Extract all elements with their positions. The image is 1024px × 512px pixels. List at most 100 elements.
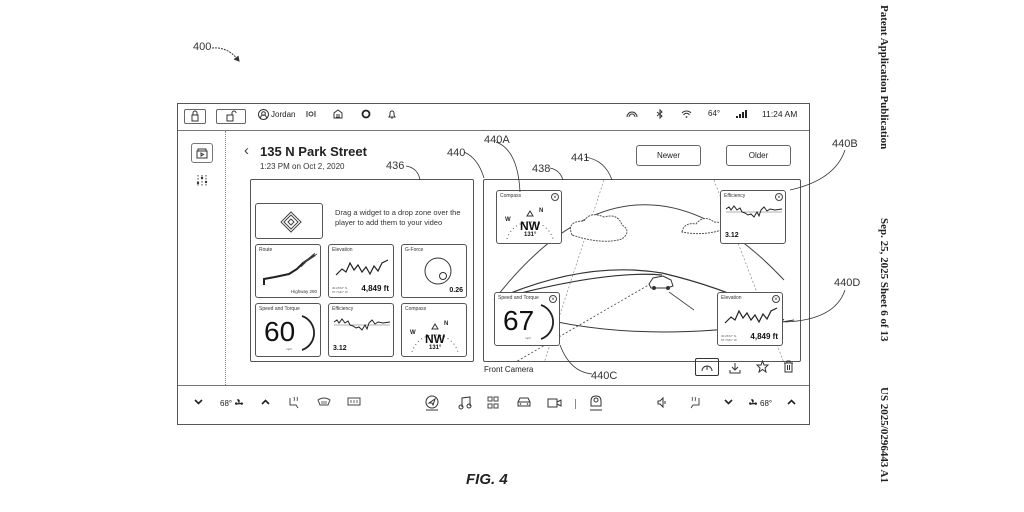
right-temperature: 68° bbox=[748, 399, 772, 408]
speed-unit: mph bbox=[525, 336, 531, 340]
overlay-compass[interactable]: Compass × W N NW 131° bbox=[496, 190, 562, 244]
elevation-coordinates: 30.2672° N, 97.7431° W bbox=[332, 286, 348, 294]
widget-promo-tile bbox=[255, 203, 323, 239]
figure-caption: FIG. 4 bbox=[466, 471, 508, 488]
callout-arrow bbox=[211, 47, 240, 62]
widget-label: Speed and Torque bbox=[259, 306, 300, 312]
bluetooth-icon bbox=[656, 108, 663, 120]
favorite-button[interactable] bbox=[755, 359, 770, 378]
remove-overlay-button[interactable]: × bbox=[772, 295, 780, 303]
compass-degrees: 131° bbox=[524, 232, 537, 238]
page-subtitle: 1:23 PM on Oct 2, 2020 bbox=[260, 162, 345, 171]
chevron-up-icon bbox=[787, 399, 796, 405]
callout-440a: 440A bbox=[484, 134, 510, 146]
page-title: 135 N Park Street bbox=[260, 144, 367, 159]
download-button[interactable] bbox=[729, 361, 741, 379]
delete-button[interactable] bbox=[783, 360, 794, 378]
right-seat-heat-button[interactable] bbox=[689, 396, 701, 410]
callout-440b: 440B bbox=[832, 138, 858, 150]
overlay-efficiency[interactable]: Efficiency × 3.12 bbox=[720, 190, 786, 244]
rear-defrost-button[interactable] bbox=[347, 397, 361, 407]
seat-heat-icon bbox=[690, 396, 700, 409]
bell-icon bbox=[388, 110, 396, 119]
vehicle-button[interactable] bbox=[516, 397, 532, 408]
widget-g-force[interactable]: G-Force 0.26 bbox=[401, 244, 467, 298]
lock-button[interactable] bbox=[184, 109, 206, 124]
newer-button[interactable]: Newer bbox=[636, 145, 701, 166]
elevation-coordinates: 30.2672° N, 97.7431° W bbox=[721, 334, 737, 342]
callout-441: 441 bbox=[571, 152, 590, 164]
vehicle-icon bbox=[517, 397, 531, 407]
widget-efficiency[interactable]: Efficiency 3.12 bbox=[328, 303, 394, 357]
volume-button[interactable] bbox=[657, 396, 667, 409]
widget-speed-torque[interactable]: Speed and Torque 60 mph bbox=[255, 303, 321, 357]
speed-value: 60 bbox=[264, 316, 296, 347]
callout-438: 438 bbox=[532, 163, 551, 175]
back-button[interactable]: ‹ bbox=[244, 142, 249, 159]
left-seat-heat-button[interactable] bbox=[288, 396, 300, 410]
user-profile[interactable]: Jordan bbox=[258, 109, 295, 120]
compass-heading: NW bbox=[520, 219, 540, 233]
unlock-button[interactable] bbox=[216, 109, 246, 124]
music-icon bbox=[458, 396, 472, 410]
camera-button[interactable] bbox=[547, 398, 562, 408]
navigation-button[interactable] bbox=[425, 395, 439, 411]
route-name: Highway 290 bbox=[290, 289, 317, 294]
front-defrost-button[interactable] bbox=[317, 397, 331, 407]
compass-west-mark: W bbox=[505, 217, 511, 223]
overlay-label: Elevation bbox=[721, 295, 742, 301]
chevron-up-icon bbox=[261, 399, 270, 405]
widget-route[interactable]: Route Highway 290 bbox=[255, 244, 321, 298]
route-map-icon bbox=[263, 252, 318, 285]
efficiency-value: 3.12 bbox=[333, 345, 347, 352]
chevron-down-icon bbox=[194, 399, 203, 405]
g-force-dial bbox=[424, 257, 452, 285]
overlay-widgets-button[interactable] bbox=[695, 358, 719, 376]
callout-440c: 440C bbox=[591, 370, 618, 382]
apps-icon bbox=[487, 396, 499, 409]
publication-number: US 2025/0296443 A1 bbox=[878, 387, 890, 483]
widget-label: Efficiency bbox=[332, 306, 354, 312]
camera-icon bbox=[306, 111, 316, 117]
left-temp-up-button[interactable] bbox=[261, 399, 270, 405]
left-rail bbox=[178, 131, 226, 385]
notifications-button[interactable] bbox=[387, 109, 397, 119]
signal-status bbox=[626, 109, 638, 119]
video-folder-icon bbox=[196, 148, 208, 158]
right-temp-up-button[interactable] bbox=[787, 399, 796, 405]
clock: 11:24 AM bbox=[762, 109, 798, 119]
climate-media-bar: 68° bbox=[178, 385, 809, 424]
widget-elevation[interactable]: Elevation 30.2672° N, 97.7431° W 4,849 f… bbox=[328, 244, 394, 298]
lock-icon bbox=[191, 110, 199, 122]
outside-temperature: 64° bbox=[708, 109, 721, 118]
widget-compass[interactable]: Compass W N NW 131° bbox=[401, 303, 467, 357]
media-library-button[interactable] bbox=[191, 143, 213, 163]
overlay-elevation[interactable]: Elevation × 30.2672° N, 97.7431° W 4,849… bbox=[717, 292, 783, 346]
camera-status[interactable] bbox=[306, 109, 317, 119]
overlay-speed-torque[interactable]: Speed and Torque × 67 mph bbox=[494, 292, 560, 346]
adjust-settings-button[interactable] bbox=[196, 174, 208, 193]
efficiency-value: 3.12 bbox=[725, 232, 739, 239]
remove-overlay-button[interactable]: × bbox=[549, 295, 557, 303]
apps-button[interactable] bbox=[487, 396, 499, 410]
assistant-icon bbox=[590, 395, 602, 411]
right-temp-down-button[interactable] bbox=[724, 399, 733, 405]
music-button[interactable] bbox=[458, 396, 472, 410]
remove-overlay-button[interactable]: × bbox=[775, 193, 783, 201]
remove-overlay-button[interactable]: × bbox=[551, 193, 559, 201]
signal-icon bbox=[626, 111, 638, 118]
left-temp-down-button[interactable] bbox=[194, 399, 203, 405]
player-caption: Front Camera bbox=[484, 365, 534, 374]
assistant-button[interactable] bbox=[589, 395, 603, 411]
circle-button[interactable] bbox=[361, 109, 371, 119]
rear-defrost-icon bbox=[347, 397, 361, 406]
widget-diamond-icon bbox=[280, 211, 302, 233]
older-button[interactable]: Older bbox=[726, 145, 791, 166]
video-player[interactable]: Compass × W N NW 131° Efficiency × 3.12 … bbox=[483, 179, 801, 362]
right-temperature-value: 68° bbox=[760, 399, 773, 408]
elevation-sparkline bbox=[724, 307, 778, 324]
navigation-icon bbox=[425, 395, 439, 411]
publication-date-sheet: Sep. 25, 2025 Sheet 6 of 13 bbox=[878, 218, 890, 342]
garage-button[interactable] bbox=[333, 109, 343, 119]
status-bar: Jordan 64° 11:24 AM bbox=[178, 104, 809, 131]
